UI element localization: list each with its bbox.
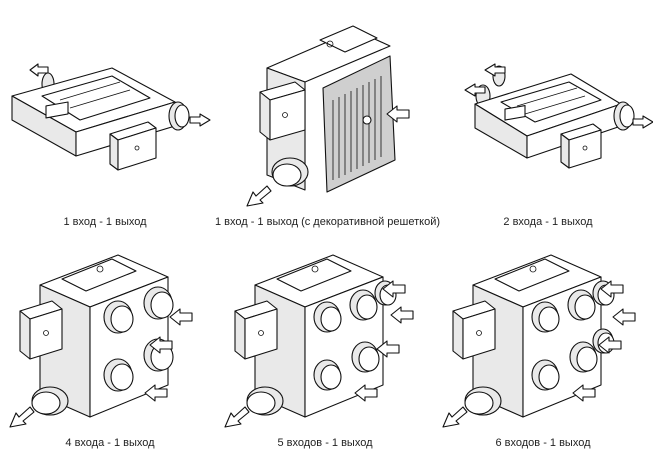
variant-4-in-1-out: 4 входа - 1 выход bbox=[0, 245, 220, 456]
variant-2-in-1-out: 2 входа - 1 выход bbox=[443, 30, 653, 230]
cube-six-inlet-illustration bbox=[442, 254, 636, 428]
inlet-arrow-icon bbox=[144, 384, 168, 402]
variant-caption: 6 входов - 1 выход bbox=[495, 437, 591, 449]
cube-five-inlet-illustration bbox=[224, 254, 414, 428]
inlet-arrow-icon bbox=[598, 336, 622, 354]
grille-unit-illustration bbox=[246, 25, 410, 207]
flat-box-unit-illustration bbox=[11, 63, 211, 171]
inlet-arrow-icon bbox=[390, 306, 414, 324]
flat-box-two-inlet-illustration bbox=[464, 63, 653, 169]
inlet-arrow-icon bbox=[572, 384, 596, 402]
outlet-arrow-icon bbox=[442, 406, 468, 428]
inlet-arrow-icon bbox=[464, 83, 486, 97]
inlet-arrow-icon bbox=[376, 340, 400, 358]
variant-caption: 5 входов - 1 выход bbox=[277, 437, 373, 449]
inlet-arrow-icon bbox=[149, 336, 173, 354]
inlet-arrow-icon bbox=[600, 280, 624, 298]
outlet-arrow-icon bbox=[29, 63, 49, 77]
inlet-arrow-icon bbox=[169, 308, 193, 326]
cube-four-inlet-illustration bbox=[9, 254, 193, 428]
inlet-arrow-icon bbox=[484, 63, 506, 77]
variant-6-in-1-out: 6 входов - 1 выход bbox=[433, 245, 653, 456]
variant-caption: 4 входа - 1 выход bbox=[65, 437, 155, 449]
variant-caption: 1 вход - 1 выход bbox=[63, 216, 147, 228]
inlet-arrow-icon bbox=[354, 384, 378, 402]
variant-caption: 2 входа - 1 выход bbox=[503, 216, 593, 228]
outlet-arrow-icon bbox=[246, 185, 272, 207]
inlet-arrow-icon bbox=[612, 308, 636, 326]
outlet-arrow-icon bbox=[9, 406, 35, 428]
variant-caption: 1 вход - 1 выход (с декоративной решетко… bbox=[214, 216, 441, 228]
inlet-arrow-icon bbox=[382, 280, 406, 298]
inlet-arrow-icon bbox=[386, 105, 410, 123]
variant-5-in-1-out: 5 входов - 1 выход bbox=[215, 245, 435, 456]
variant-1-in-1-out-grille: 1 вход - 1 выход (с декоративной решетко… bbox=[205, 10, 450, 230]
inlet-arrow-icon bbox=[189, 113, 211, 127]
outlet-arrow-icon bbox=[224, 406, 250, 428]
outlet-arrow-icon bbox=[632, 115, 653, 129]
variant-1-in-1-out: 1 вход - 1 выход bbox=[0, 30, 211, 230]
